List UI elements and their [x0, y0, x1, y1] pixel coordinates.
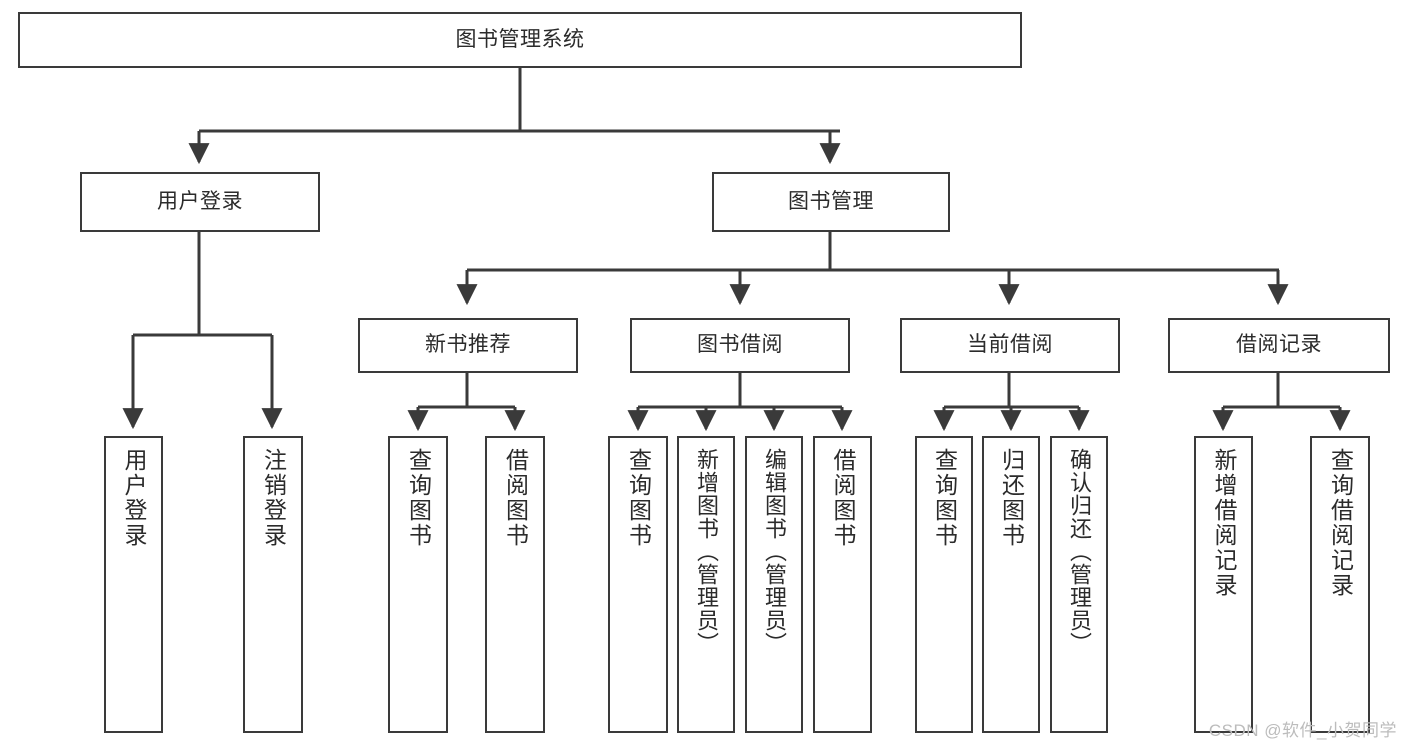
leaf-edit-book-admin[interactable]: 编辑图书（管理员）: [745, 436, 803, 733]
node-borrow-record-label: 借阅记录: [1236, 333, 1322, 357]
leaf-return-book-label: 归还图书: [998, 448, 1025, 548]
leaf-borrow-book-label: 借阅图书: [830, 448, 856, 548]
leaf-return-book[interactable]: 归还图书: [982, 436, 1040, 733]
leaf-user-login[interactable]: 用户登录: [104, 436, 163, 733]
leaf-add-book-admin-label: 新增图书（管理员）: [694, 448, 719, 655]
leaf-user-login-label: 用户登录: [121, 448, 147, 548]
leaf-query-book-new-label: 查询图书: [405, 448, 432, 548]
node-new-book-recommend[interactable]: 新书推荐: [358, 318, 578, 373]
leaf-confirm-return-admin-label: 确认归还（管理员）: [1067, 448, 1092, 655]
leaf-confirm-return-admin[interactable]: 确认归还（管理员）: [1050, 436, 1108, 733]
node-root[interactable]: 图书管理系统: [18, 12, 1022, 68]
node-current-borrow[interactable]: 当前借阅: [900, 318, 1120, 373]
leaf-borrow-book[interactable]: 借阅图书: [813, 436, 872, 733]
node-user-login[interactable]: 用户登录: [80, 172, 320, 232]
leaf-query-book-borrow-label: 查询图书: [625, 448, 652, 548]
node-book-management[interactable]: 图书管理: [712, 172, 950, 232]
leaf-query-book-borrow[interactable]: 查询图书: [608, 436, 668, 733]
leaf-add-borrow-record-label: 新增借阅记录: [1211, 448, 1237, 598]
node-book-borrow[interactable]: 图书借阅: [630, 318, 850, 373]
leaf-logout-label: 注销登录: [260, 448, 287, 548]
leaf-query-book-current-label: 查询图书: [931, 448, 958, 548]
node-current-borrow-label: 当前借阅: [967, 333, 1053, 357]
node-borrow-record[interactable]: 借阅记录: [1168, 318, 1390, 373]
leaf-logout[interactable]: 注销登录: [243, 436, 303, 733]
leaf-borrow-book-new[interactable]: 借阅图书: [485, 436, 545, 733]
leaf-edit-book-admin-label: 编辑图书（管理员）: [762, 448, 787, 655]
leaf-query-borrow-record-label: 查询借阅记录: [1327, 448, 1354, 598]
node-new-book-recommend-label: 新书推荐: [425, 333, 511, 357]
leaf-add-book-admin[interactable]: 新增图书（管理员）: [677, 436, 735, 733]
node-book-borrow-label: 图书借阅: [697, 333, 783, 357]
node-book-management-label: 图书管理: [788, 189, 874, 213]
leaf-borrow-book-new-label: 借阅图书: [502, 448, 529, 548]
leaf-add-borrow-record[interactable]: 新增借阅记录: [1194, 436, 1253, 733]
node-user-login-label: 用户登录: [157, 189, 243, 213]
leaf-query-book-current[interactable]: 查询图书: [915, 436, 973, 733]
node-root-label: 图书管理系统: [455, 27, 585, 51]
leaf-query-borrow-record[interactable]: 查询借阅记录: [1310, 436, 1370, 733]
leaf-query-book-new[interactable]: 查询图书: [388, 436, 448, 733]
